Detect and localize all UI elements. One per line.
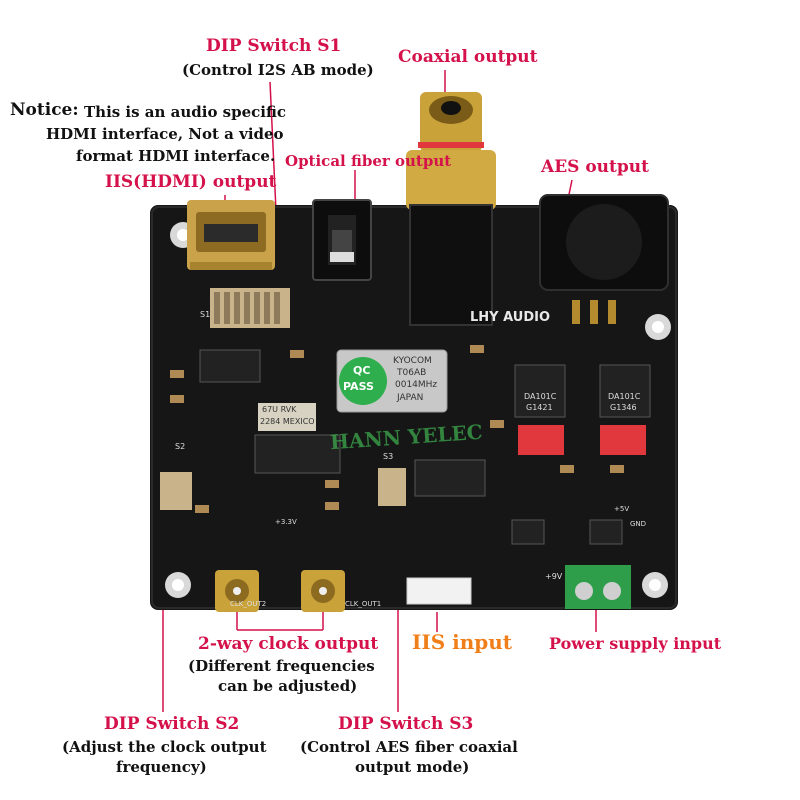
label-dip-s1-sub: (Control I2S AB mode) bbox=[182, 61, 374, 79]
dip-switch-s1 bbox=[210, 288, 290, 328]
silk-s3: S3 bbox=[383, 452, 394, 461]
qc-pass-line2: PASS bbox=[343, 380, 374, 393]
ti-mark-1: 67U RVK bbox=[262, 405, 297, 414]
label-clock-sub1: (Different frequencies bbox=[188, 657, 375, 675]
qc-pass-line1: QC bbox=[353, 364, 371, 377]
dip-switch-s3 bbox=[378, 468, 406, 506]
silk-s1: S1 bbox=[200, 310, 211, 319]
notice-line3: format HDMI interface. bbox=[76, 147, 276, 165]
silk-5v: +5V bbox=[614, 505, 630, 513]
crystal-oscillator bbox=[336, 349, 448, 413]
crystal-brand: KYOCOM bbox=[393, 356, 432, 366]
chip1-code: G1421 bbox=[526, 403, 553, 412]
label-dip-s2-sub1: (Adjust the clock output bbox=[62, 738, 267, 756]
sma-clk-out2 bbox=[215, 570, 259, 612]
silk-9v: +9V bbox=[545, 572, 563, 581]
notice-line2: HDMI interface, Not a video bbox=[46, 125, 284, 143]
label-dip-s2-sub2: frequency) bbox=[116, 758, 207, 776]
coaxial-rca-connector bbox=[406, 92, 496, 326]
aes-xlr-connector bbox=[539, 194, 669, 324]
regulator-2 bbox=[589, 519, 623, 545]
chip2-code: G1346 bbox=[610, 403, 637, 412]
crystal-origin: JAPAN bbox=[397, 393, 424, 403]
silk-clk-out1: CLK_OUT1 bbox=[345, 600, 382, 608]
label-dip-s1: DIP Switch S1 bbox=[206, 36, 342, 56]
label-clock-out: 2-way clock output bbox=[198, 634, 379, 654]
iis-input-header bbox=[406, 577, 472, 605]
label-power: Power supply input bbox=[549, 634, 722, 653]
notice-line1: This is an audio specific bbox=[84, 103, 287, 121]
notice-prefix: Notice: bbox=[10, 100, 79, 120]
regulator-1 bbox=[511, 519, 545, 545]
silk-3v3: +3.3V bbox=[275, 518, 297, 526]
silk-gnd: GND bbox=[630, 520, 647, 528]
label-aes: AES output bbox=[541, 157, 649, 177]
ic-chips bbox=[199, 349, 651, 497]
crystal-model: T06AB bbox=[397, 368, 427, 378]
power-terminal-block bbox=[565, 565, 631, 609]
chip1-model: DA101C bbox=[524, 392, 557, 401]
smd-components bbox=[170, 345, 624, 513]
dip-switch-s2 bbox=[160, 472, 192, 510]
ti-chip-label bbox=[258, 403, 316, 431]
hdmi-connector bbox=[187, 200, 275, 270]
silk-s2: S2 bbox=[175, 442, 186, 451]
label-clock-sub2: can be adjusted) bbox=[218, 677, 358, 695]
label-optical: Optical fiber output bbox=[285, 152, 452, 170]
relay-right bbox=[600, 425, 646, 455]
board-brand: LHY AUDIO bbox=[470, 310, 550, 325]
ti-mark-2: 2284 MEXICO bbox=[260, 417, 315, 426]
chip2-model: DA101C bbox=[608, 392, 641, 401]
optical-connector bbox=[312, 199, 372, 281]
label-dip-s3-sub1: (Control AES fiber coaxial bbox=[300, 738, 518, 756]
label-coaxial: Coaxial output bbox=[398, 47, 538, 67]
label-dip-s2: DIP Switch S2 bbox=[104, 714, 240, 734]
label-iis-hdmi: IIS(HDMI) output bbox=[105, 172, 277, 192]
relay-left bbox=[518, 425, 564, 455]
label-dip-s3-sub2: output mode) bbox=[355, 758, 470, 776]
silk-clk-out2: CLK_OUT2 bbox=[230, 600, 267, 608]
crystal-freq: 0014MHz bbox=[395, 380, 438, 390]
label-dip-s3: DIP Switch S3 bbox=[338, 714, 474, 734]
label-iis-input: IIS input bbox=[412, 630, 513, 654]
sma-clk-out1 bbox=[301, 570, 345, 612]
